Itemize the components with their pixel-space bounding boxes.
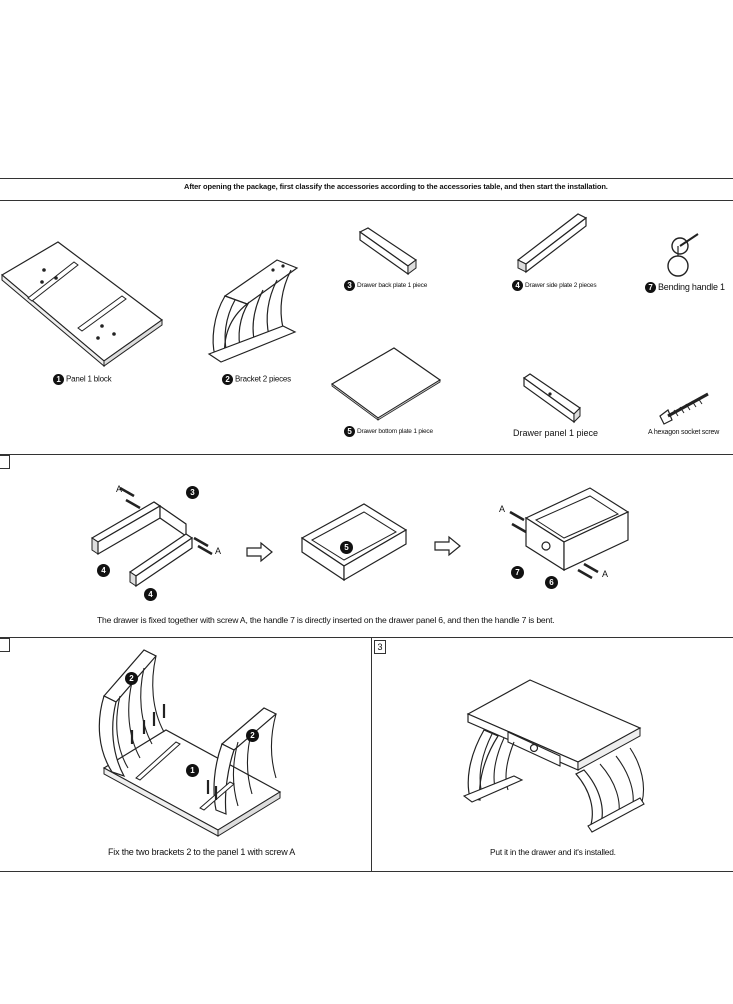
step1-callout-4a: 4 [97, 562, 112, 580]
step-divider-line [371, 637, 372, 871]
frame-top-line [0, 178, 733, 179]
step2-callout-2-right: 2 [246, 727, 261, 745]
step2-callout-2-left: 2 [125, 670, 140, 688]
step3-caption: Put it in the drawer and it's installed. [490, 847, 616, 857]
screw-illustration [659, 392, 709, 425]
step1-arrow-2 [434, 535, 461, 557]
step1-arrow-1 [246, 541, 273, 563]
part-5-badge: 5 [344, 426, 355, 437]
step1-callout-4b: 4 [144, 586, 159, 604]
step3-finished-table-illustration [462, 679, 645, 833]
part-3-badge: 3 [344, 280, 355, 291]
part-2-badge: 2 [222, 374, 233, 385]
header-divider-line [0, 200, 733, 201]
part-4-badge: 4 [512, 280, 523, 291]
step1-exploded-drawer [90, 486, 213, 588]
parts-bottom-line [0, 454, 733, 455]
part-7-badge: 7 [645, 282, 656, 294]
step1-caption: The drawer is fixed together with screw … [97, 615, 555, 625]
panel-illustration [0, 241, 164, 368]
screw-label: A hexagon socket screw [648, 429, 720, 436]
step1-callout-3: 3 [186, 484, 201, 502]
steps-bottom-line [0, 871, 733, 872]
drawer-back-plate-illustration [358, 227, 418, 276]
drawer-panel-illustration [522, 373, 581, 424]
step1-finished-drawer [509, 487, 630, 580]
bending-handle-illustration [667, 233, 699, 277]
part-1-badge: 1 [53, 374, 64, 385]
header-instruction: After opening the package, first classif… [184, 182, 608, 191]
step1-number-box [0, 455, 10, 469]
step1-screw-a-label-left: A [116, 484, 123, 494]
step1-screw-a-label-right: A [215, 546, 222, 556]
step2-assembly-illustration [98, 649, 282, 837]
step2-callout-1: 1 [186, 762, 201, 780]
step3-number-box: 3 [374, 640, 386, 654]
drawer-side-plate-illustration [516, 213, 588, 274]
step2-caption: Fix the two brackets 2 to the panel 1 wi… [108, 847, 296, 857]
step1-callout-5: 5 [340, 539, 355, 557]
drawer-bottom-plate-illustration [330, 347, 442, 421]
step1-screw-a-label-finished-right: A [602, 569, 609, 579]
step2-number-box [0, 638, 10, 652]
step1-bottom-line [0, 637, 733, 638]
step1-callout-6: 6 [545, 574, 560, 592]
step1-callout-7: 7 [511, 564, 526, 582]
step1-drawer-body [300, 503, 408, 582]
part-6-label: Drawer panel 1 piece [513, 428, 599, 438]
bracket-illustration [207, 259, 299, 363]
step1-screw-a-label-finished-left: A [499, 504, 506, 514]
